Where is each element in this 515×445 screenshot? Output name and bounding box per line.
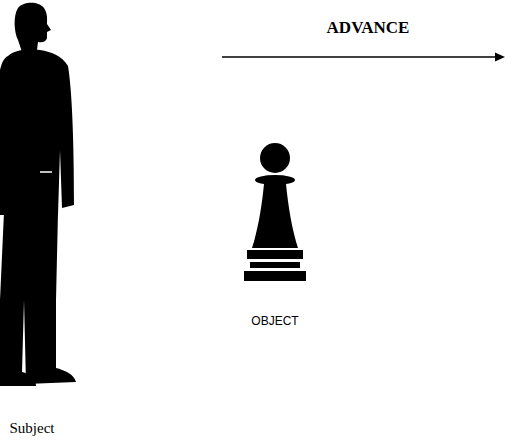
arrow-head (495, 53, 505, 62)
advance-arrow (222, 56, 498, 58)
pawn-object (244, 143, 306, 281)
pocket-detail (40, 171, 52, 173)
subject-label: Subject (10, 420, 55, 437)
object-label: OBJECT (251, 314, 298, 328)
arrow-label: ADVANCE (327, 18, 410, 38)
subject-silhouette (0, 3, 76, 386)
